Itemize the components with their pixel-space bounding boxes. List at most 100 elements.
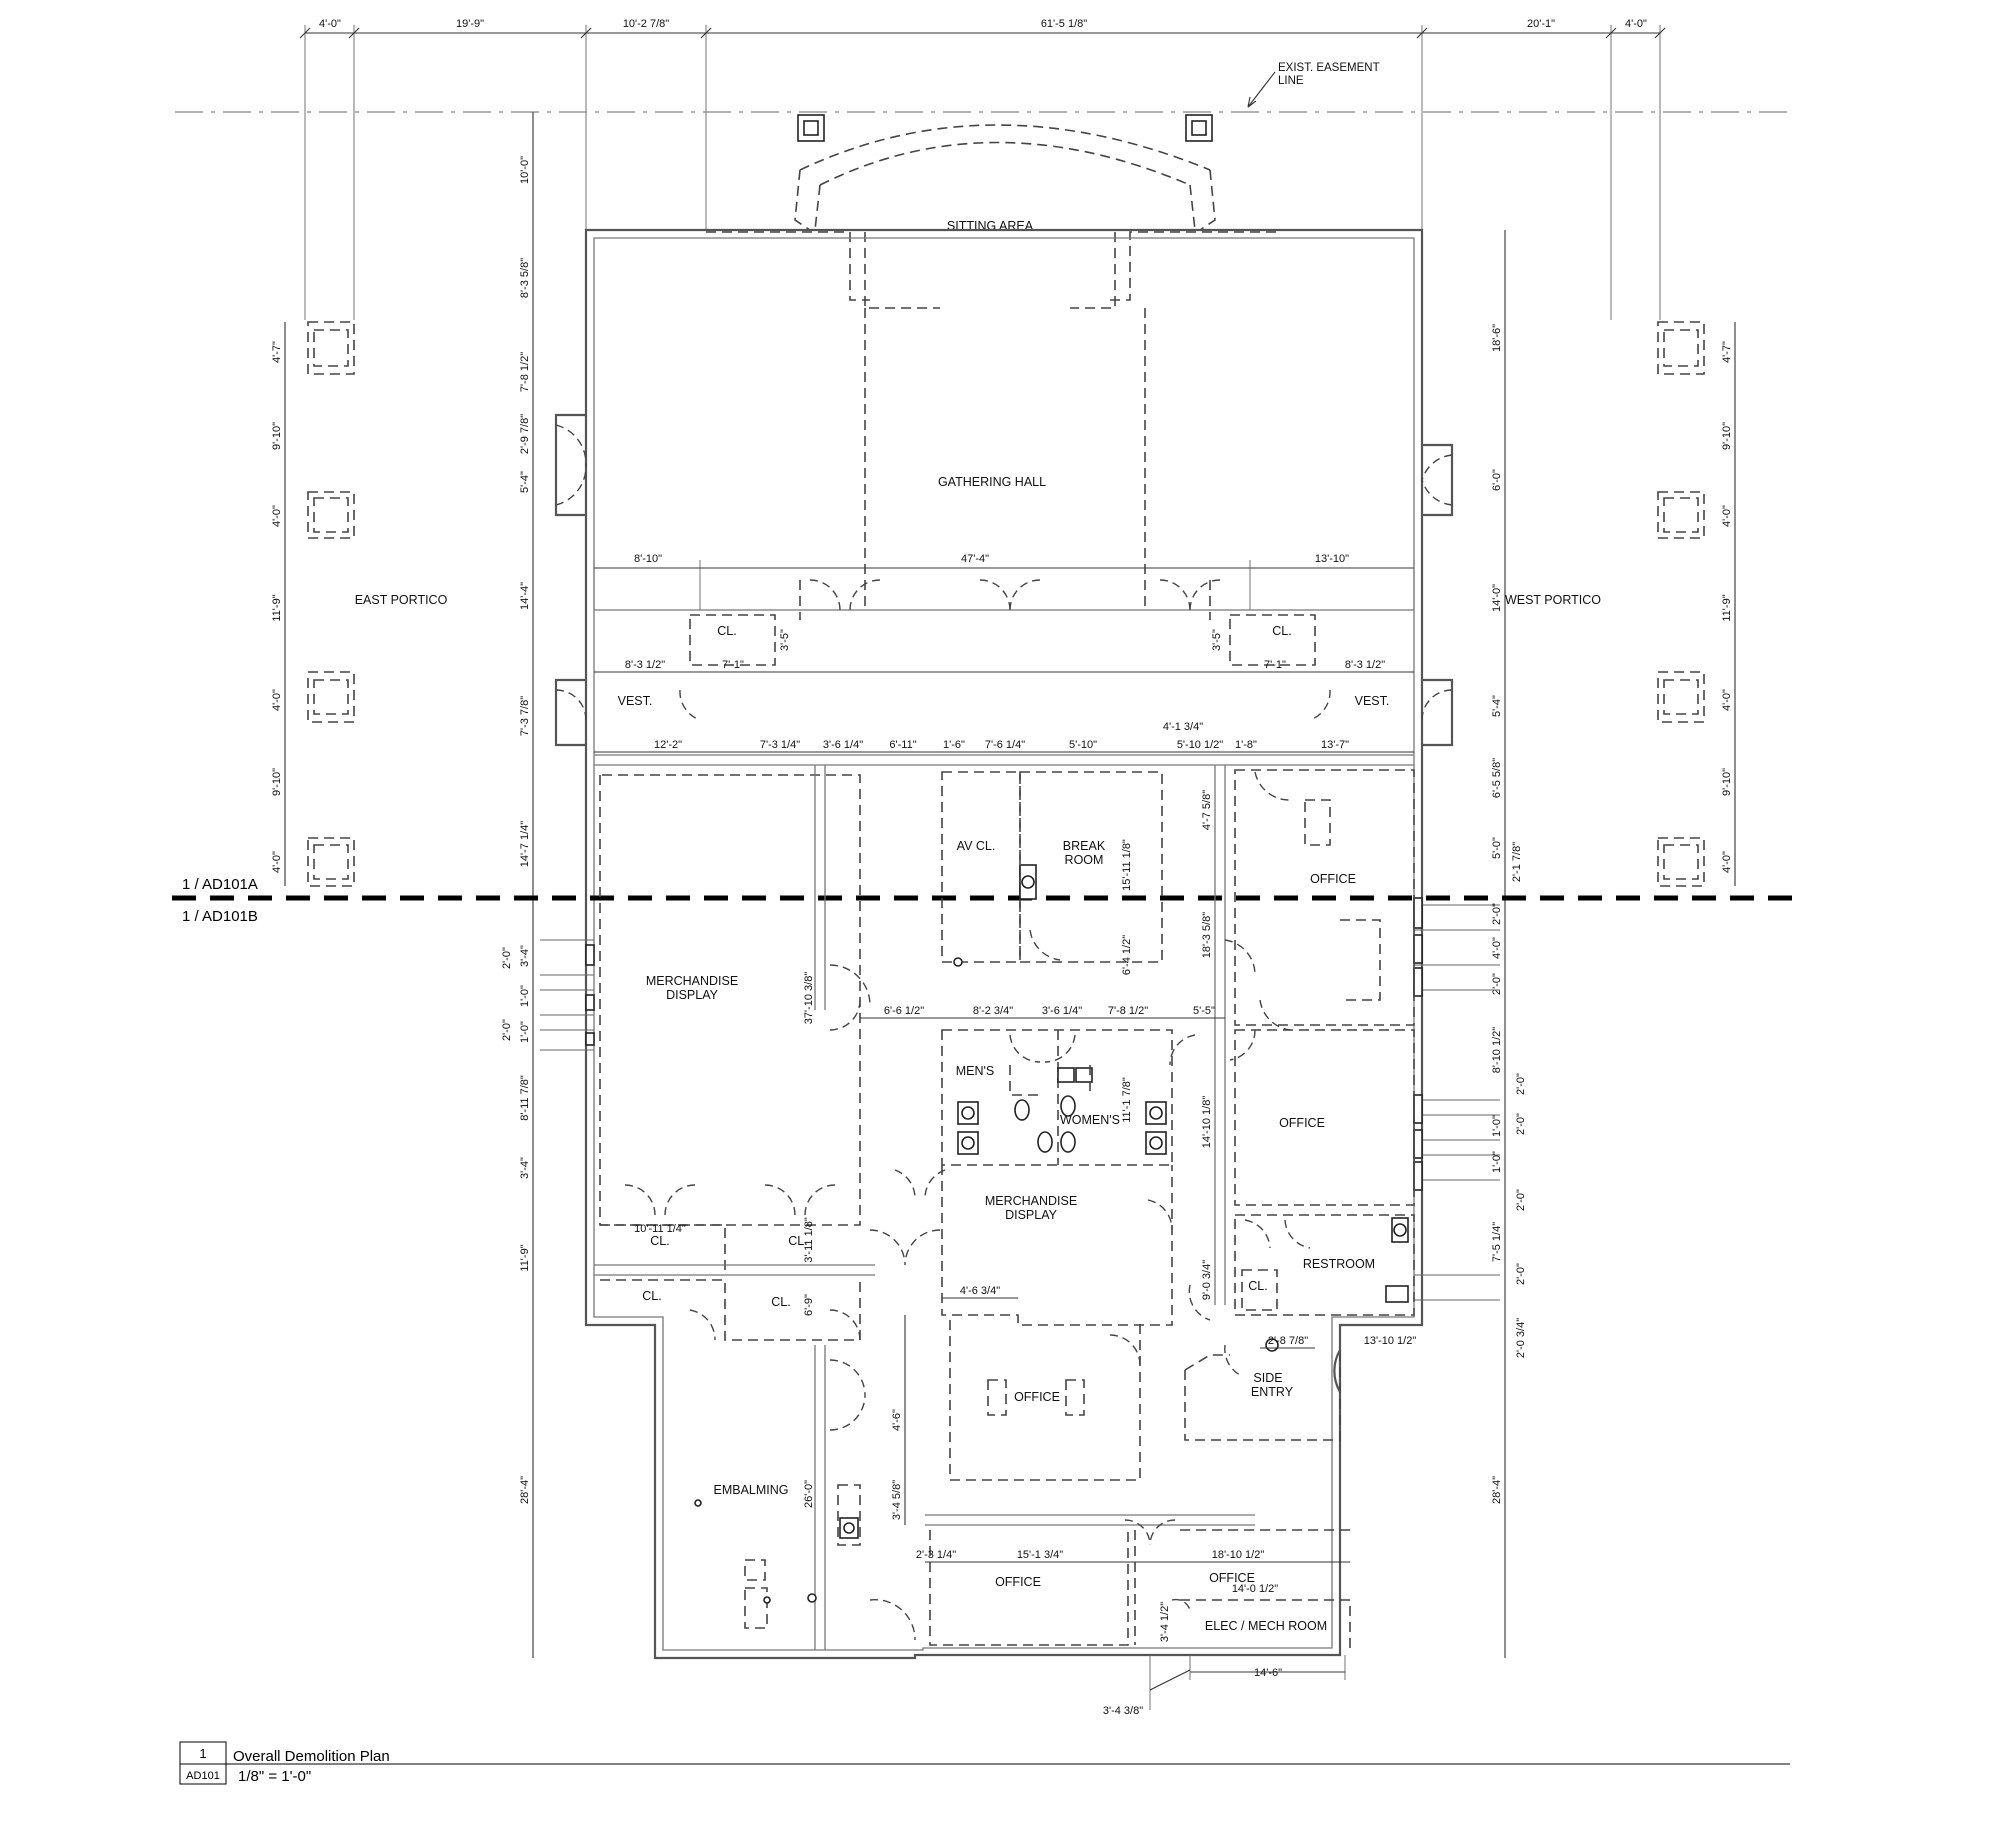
- dim-bottom-4: 14'-6": [1254, 1667, 1282, 1679]
- dim-vest-2: 7'-1": [722, 659, 744, 671]
- dim-l-14: 8'-11 7/8": [519, 1075, 531, 1121]
- dim-l-4: 2'-9 7/8": [519, 414, 531, 454]
- dim-r-7: 2'-1 7/8": [1511, 842, 1523, 882]
- dim-hall-3: 13'-10": [1315, 553, 1349, 565]
- easement-line: EXIST. EASEMENT LINE: [175, 62, 1790, 113]
- dim-elec-v: 3'-4 1/2": [1159, 1602, 1171, 1642]
- dim-corr-5: 1'-6": [943, 739, 965, 751]
- dim-r-4: 5'-4": [1491, 695, 1503, 717]
- left-building-dims: 10'-0" 8'-3 5/8" 7'-8 1/2" 2'-9 7/8" 5'-…: [501, 112, 595, 1658]
- bottom-rooms: OFFICE OFFICE 2'-3 1/4" 15'-1 3/4" 18'-1…: [916, 1514, 1351, 1717]
- dim-corr-7: 5'-10": [1069, 739, 1097, 751]
- dim-l-10: 2'-0": [501, 947, 513, 969]
- match-line: 1 / AD101A 1 / AD101B: [172, 876, 1792, 925]
- dim-l-15: 3'-4": [519, 1157, 531, 1179]
- room-elec-mech: ELEC / MECH ROOM: [1205, 1619, 1327, 1633]
- dim-corr-11: 13'-7": [1321, 739, 1349, 751]
- dim-l-11: 1'-0": [519, 985, 531, 1007]
- dim-rp-2: 9'-10": [1721, 422, 1733, 450]
- room-side-entry-2: ENTRY: [1251, 1385, 1294, 1399]
- dim-lp-6: 9'-10": [271, 768, 283, 796]
- center-office: OFFICE 4'-6": [891, 1315, 1141, 1525]
- dim-r-11: 8'-10 1/2": [1491, 1027, 1503, 1073]
- dim-rp-3: 4'-0": [1721, 505, 1733, 527]
- dim-l-5: 5'-4": [519, 471, 531, 493]
- dim-r-8: 2'-0": [1491, 903, 1503, 925]
- dim-cl-left: 10'-11 1/4": [634, 1223, 686, 1235]
- dim-r-6: 5'-0": [1491, 837, 1503, 859]
- section-label-top: 1 / AD101A: [182, 876, 258, 893]
- dim-rp-7: 4'-0": [1721, 851, 1733, 873]
- room-cl-front-left: CL.: [717, 624, 736, 638]
- room-restroom: RESTROOM: [1303, 1257, 1375, 1271]
- dim-top-3: 10'-2 7/8": [623, 18, 669, 30]
- room-vest-left: VEST.: [618, 694, 653, 708]
- dim-merch-center-w: 4'-6 3/4": [960, 1285, 1000, 1297]
- dim-l-3: 7'-8 1/2": [519, 352, 531, 392]
- dim-l-9: 3'-4": [519, 945, 531, 967]
- dim-r-15: 1'-0": [1491, 1151, 1503, 1173]
- dim-l-13: 1'-0": [519, 1021, 531, 1043]
- dim-womens-v: 11'-1 7/8": [1121, 1077, 1133, 1123]
- dim-r-9: 4'-0": [1491, 937, 1503, 959]
- dim-rest-1: 6'-6 1/2": [884, 1005, 924, 1017]
- dim-r-10: 2'-0": [1491, 973, 1503, 995]
- dim-r-17: 7'-5 1/4": [1491, 1222, 1503, 1262]
- dim-bottom-2: 15'-1 3/4": [1017, 1549, 1063, 1561]
- dim-rest-4: 7'-8 1/2": [1108, 1005, 1148, 1017]
- dim-r-18: 2'-0": [1515, 1263, 1527, 1285]
- right-middle-rooms: OFFICE 14'-10 1/8" RESTROOM CL.: [1201, 1029, 1415, 1352]
- room-office-upper: OFFICE: [1310, 872, 1356, 886]
- dim-top-6: 4'-0": [1625, 18, 1647, 30]
- dim-vest-5: 7'-1": [1264, 659, 1286, 671]
- room-av-cl: AV CL.: [957, 839, 996, 853]
- dim-r-20: 28'-4": [1491, 1476, 1503, 1504]
- room-gathering-hall: GATHERING HALL: [938, 475, 1046, 489]
- dim-r-3: 14'-0": [1491, 584, 1503, 612]
- side-entry: SIDE ENTRY 2'-8 7/8" 13'-10 1/2": [1184, 1335, 1417, 1441]
- dim-corr-9: 5'-10 1/2": [1177, 739, 1223, 751]
- left-portico-dims: 4'-7" 9'-10" 4'-0" 11'-9" 4'-0" 9'-10" 4…: [271, 322, 286, 886]
- dim-rp-4: 11'-9": [1721, 594, 1733, 621]
- right-portico-dims: 4'-7" 9'-10" 4'-0" 11'-9" 4'-0" 9'-10" 4…: [1721, 322, 1736, 886]
- dim-rest-v: 6'-4 1/2": [1121, 935, 1133, 975]
- room-east-portico: EAST PORTICO: [355, 593, 448, 607]
- dim-vest-3: 3'-5": [779, 629, 791, 651]
- room-office-bottom-1: OFFICE: [995, 1575, 1041, 1589]
- room-vest-right: VEST.: [1355, 694, 1390, 708]
- room-cl-left-2: CL.: [788, 1234, 807, 1248]
- dim-top-1: 4'-0": [319, 18, 341, 30]
- top-dimension-string: 4'-0" 19'-9" 10'-2 7/8" 61'-5 1/8" 20'-1…: [299, 18, 1666, 320]
- dim-lp-4: 11'-9": [271, 594, 283, 621]
- dim-lp-3: 4'-0": [271, 505, 283, 527]
- dim-bottom-3: 18'-10 1/2": [1212, 1549, 1265, 1561]
- dim-r-14: 2'-0": [1515, 1113, 1527, 1135]
- dim-r-1: 18'-6": [1491, 324, 1503, 352]
- dim-lp-5: 4'-0": [271, 689, 283, 711]
- room-merch-left-1: MERCHANDISE: [646, 974, 738, 988]
- dim-corr-2: 7'-3 1/4": [760, 739, 800, 751]
- dim-r-5: 6'-5 5/8": [1491, 758, 1503, 798]
- dim-l-1: 10'-0": [519, 156, 531, 184]
- room-office-bottom-2: OFFICE: [1209, 1571, 1255, 1585]
- dim-l-12: 2'-0": [501, 1019, 513, 1041]
- easement-note-line1: EXIST. EASEMENT: [1278, 62, 1380, 74]
- room-mens: MEN'S: [956, 1064, 995, 1078]
- room-embalming: EMBALMING: [713, 1483, 788, 1497]
- room-office-middle: OFFICE: [1279, 1116, 1325, 1130]
- dim-r-19: 2'-0 3/4": [1515, 1318, 1527, 1358]
- room-break-1: BREAK: [1063, 839, 1106, 853]
- title-block-title: Overall Demolition Plan: [233, 1748, 390, 1765]
- dim-corr-6: 7'-6 1/4": [985, 739, 1025, 751]
- dim-break-v: 15'-11 1/8": [1121, 839, 1133, 891]
- dim-side-entry-door: 13'-10 1/2": [1364, 1335, 1417, 1347]
- dim-corr-10: 1'-8": [1235, 739, 1257, 751]
- dim-l-8: 14'-7 1/4": [519, 821, 531, 867]
- easement-note-line2: LINE: [1278, 75, 1304, 87]
- dim-embalming-v2: 3'-4 5/8": [891, 1480, 903, 1520]
- restroom-block: 6'-6 1/2" 8'-2 3/4" 3'-6 1/4" 7'-8 1/2" …: [860, 935, 1225, 1166]
- dim-corr-3: 3'-6 1/4": [823, 739, 863, 751]
- dim-top-2: 19'-9": [456, 18, 484, 30]
- dim-r-2: 6'-0": [1491, 469, 1503, 491]
